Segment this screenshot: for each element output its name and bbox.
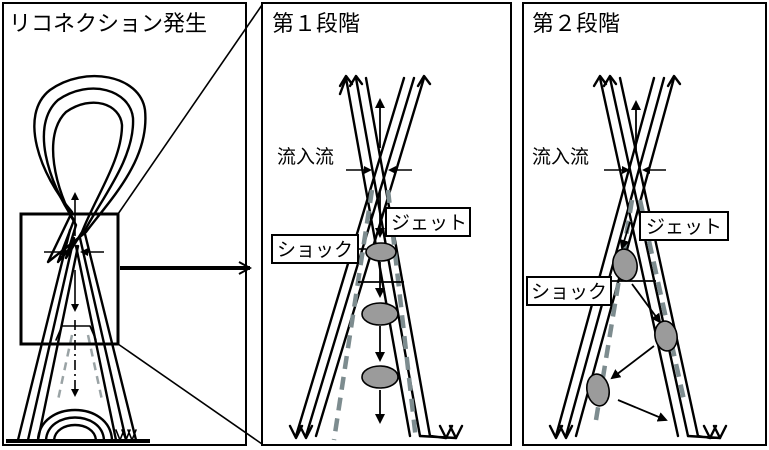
stage2-top-arrows-right (666, 74, 682, 88)
flare-loop-outer (36, 408, 114, 442)
loop-field-line-inner (51, 101, 124, 260)
panel-stage2-title: 第２段階 (532, 12, 620, 37)
stage1-bottom-arrows-left (288, 424, 314, 440)
loop-field-line-outer (33, 75, 147, 264)
panel-stage1-frame (261, 2, 512, 446)
zoom-box (19, 212, 120, 346)
stage1-inflow-label: 流入流 (277, 146, 334, 168)
stage2-plasmoid-2 (654, 320, 678, 352)
stage2-plasmoid-1 (612, 248, 638, 282)
panel-stage1-title: 第１段階 (272, 12, 360, 37)
stage2-dashed-boundary-left (593, 199, 635, 421)
footpoint-arrows (115, 429, 137, 441)
stage1-bottom-lines-right (418, 434, 458, 440)
stage2-jet-arrow-4 (617, 399, 668, 422)
stage1-plasmoid-1 (365, 242, 397, 262)
stage1-shock-label: ショック (277, 239, 353, 261)
stage2-jet-arrow-2 (631, 283, 662, 324)
panel-onset: リコネクション発生 (2, 2, 247, 446)
stage1-dashed-boundary-left (331, 189, 375, 441)
x-field-line-right-2 (78, 236, 128, 442)
stage1-plasmoid-2 (361, 302, 399, 326)
zoom-connector-bottom (117, 343, 263, 445)
stage2-shock-label: ショック (531, 281, 607, 303)
panel-stage1: 第１段階 流入流 ジェット ショック (261, 2, 512, 446)
stage1-jet-label: ジェット (391, 212, 467, 234)
stage2-bottom-arrows-left (548, 424, 574, 440)
zoom-connector-top (117, 4, 263, 215)
stage2-dashed-boundary-right (637, 199, 687, 401)
stage2-field-line-b1 (554, 76, 656, 438)
x-field-line-left-1 (16, 228, 72, 442)
onset-dashed-boundary-right (86, 334, 104, 401)
stage2-bottom-lines-right (686, 434, 722, 440)
stage2-jet-arrow-1 (619, 221, 631, 250)
stage2-shock-label-box (526, 276, 612, 306)
stage2-jet-label-box (639, 211, 729, 241)
stage1-top-arrows-right (338, 74, 432, 96)
x-field-line-right-1 (82, 228, 138, 442)
stage2-inflow-label: 流入流 (532, 146, 589, 168)
panel-onset-title: リコネクション発生 (9, 12, 207, 37)
panel-onset-frame (2, 2, 247, 446)
stage1-jet-label-box (385, 207, 471, 237)
stage2-top-arrows-left (592, 74, 618, 88)
stage2-jet-label: ジェット (646, 216, 722, 238)
stage1-plasmoid-3 (361, 365, 399, 389)
onset-dashed-boundary-left (56, 334, 74, 401)
panel-stage2-frame (522, 2, 767, 446)
stage2-plasmoid-3 (586, 373, 610, 407)
flare-loop-inner (52, 423, 98, 442)
stage2-field-line-a1 (598, 76, 680, 438)
stage2-field-line-a2 (608, 76, 690, 438)
loop-field-line-middle (42, 87, 135, 264)
panel-stage2: 第２段階 流入流 ジェット ショック (522, 2, 767, 446)
x-field-line-left-2 (26, 236, 76, 442)
onset-shock-trapezoid (55, 325, 97, 341)
stage2-jet-arrow-3 (610, 345, 655, 380)
stage1-field-line-a3 (364, 76, 432, 438)
flare-loop-middle (44, 416, 106, 442)
stage2-field-line-a3 (618, 76, 700, 438)
stage1-top-arrows-left (338, 74, 364, 88)
